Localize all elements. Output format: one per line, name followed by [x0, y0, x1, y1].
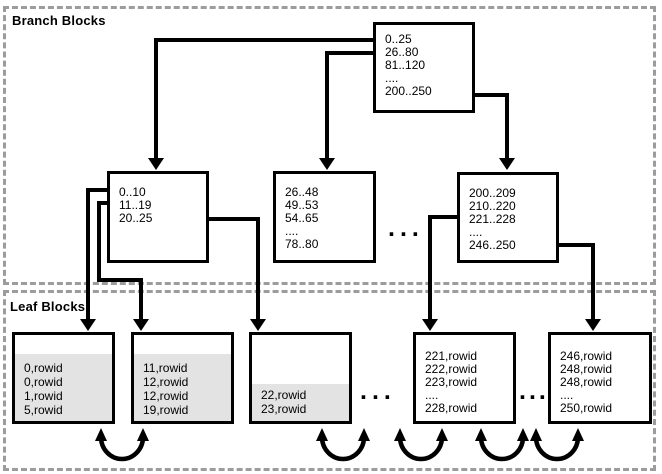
- leaf-block-2: 11,rowid 12,rowid 12,rowid 19,rowid: [131, 332, 234, 424]
- leaf-entry: 5,rowid: [24, 403, 63, 417]
- leaf-entry: 19,rowid: [143, 403, 189, 417]
- leaf-entry: 250,rowid: [560, 401, 613, 415]
- branch-blocks-label: Branch Blocks: [12, 13, 106, 28]
- key-range: 11..19: [119, 198, 152, 212]
- leaf-entry: 221,rowid: [425, 349, 478, 363]
- branch-block-middle: 26..48 49..53 54..65 .... 78..80: [273, 171, 376, 263]
- key-range: 81..120: [385, 58, 426, 72]
- leaf-block-1: 0,rowid 0,rowid 1,rowid 5,rowid: [12, 332, 115, 424]
- leaf-entry: 23,rowid: [261, 402, 307, 416]
- leaf-entry: 1,rowid: [24, 389, 63, 403]
- leaf-entry: 248,rowid: [560, 362, 613, 376]
- branch-block-right: 200..209 210..220 221..228 .... 246..250: [457, 172, 559, 263]
- key-range: 210..220: [469, 199, 516, 213]
- key-range: 54..65: [285, 211, 319, 225]
- leaf-entry: 12,rowid: [143, 375, 189, 389]
- key-range: ....: [469, 225, 483, 239]
- root-branch-block: 0..25 26..80 81..120 .... 200..250: [373, 22, 475, 113]
- leaf-entry: ....: [560, 388, 574, 402]
- key-range: 0..10: [119, 185, 146, 199]
- leaf-block-5: 246,rowid 248,rowid 248,rowid .... 250,r…: [548, 332, 652, 424]
- key-range: 49..53: [285, 198, 319, 212]
- branch-block-left: 0..10 11..19 20..25: [107, 171, 209, 263]
- leaf-ellipsis-1-icon: ...: [360, 377, 396, 405]
- key-range: 246..250: [469, 238, 516, 252]
- branch-blocks-section: [3, 6, 656, 285]
- key-range: 26..80: [385, 45, 419, 59]
- leaf-blocks-label: Leaf Blocks: [10, 299, 86, 314]
- key-range: 200..250: [385, 84, 432, 98]
- leaf-entry: 246,rowid: [560, 349, 613, 363]
- leaf-blocks-section: [3, 290, 656, 471]
- leaf-entry: 0,rowid: [24, 375, 63, 389]
- leaf-block-3: 22,rowid 23,rowid: [249, 332, 352, 424]
- leaf-entry: 223,rowid: [425, 375, 478, 389]
- leaf-entry: 12,rowid: [143, 389, 189, 403]
- key-range: 78..80: [285, 237, 319, 251]
- leaf-entry: 248,rowid: [560, 375, 613, 389]
- key-range: 200..209: [469, 186, 516, 200]
- leaf-entry: 222,rowid: [425, 362, 478, 376]
- key-range: 20..25: [119, 211, 153, 225]
- leaf-entry: 22,rowid: [261, 388, 307, 402]
- key-range: ....: [285, 224, 299, 238]
- leaf-block-4: 221,rowid 222,rowid 223,rowid .... 228,r…: [413, 332, 516, 424]
- leaf-ellipsis-2-icon: ...: [519, 377, 549, 405]
- key-range: 26..48: [285, 185, 319, 199]
- leaf-entry: 228,rowid: [425, 401, 478, 415]
- key-range: 0..25: [385, 32, 412, 46]
- branch-ellipsis-icon: ...: [388, 214, 424, 242]
- leaf-entry: 0,rowid: [24, 361, 63, 375]
- key-range: ....: [385, 71, 399, 85]
- key-range: 221..228: [469, 212, 516, 226]
- leaf-entry: ....: [425, 388, 439, 402]
- leaf-entry: 11,rowid: [143, 361, 188, 375]
